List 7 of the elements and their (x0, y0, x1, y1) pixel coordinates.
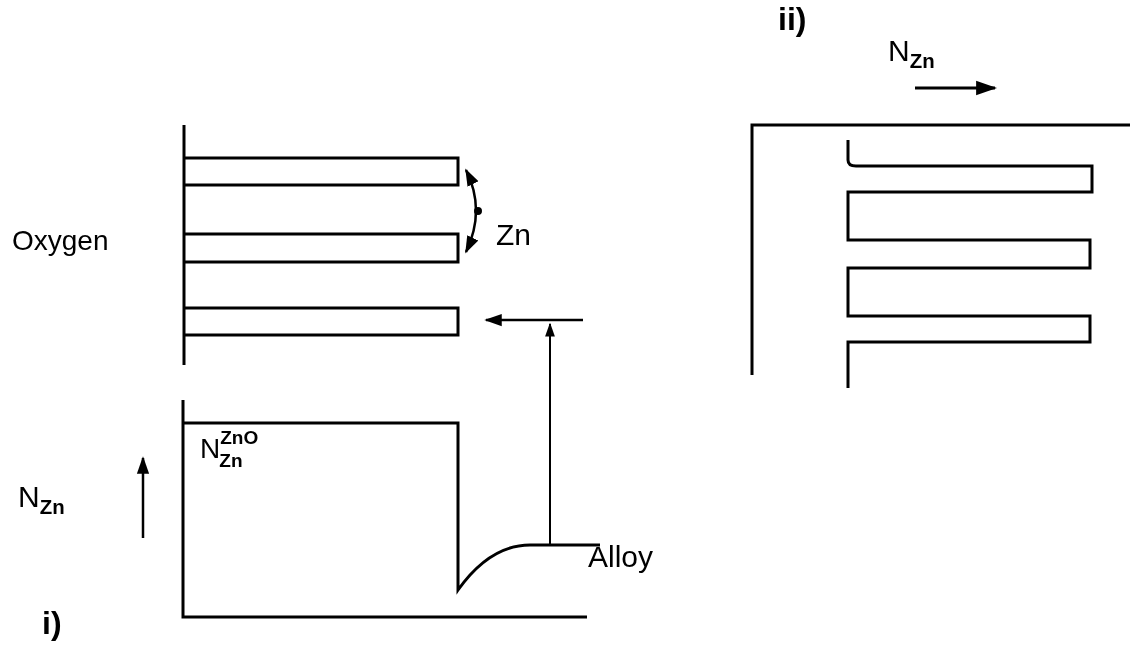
panel-label: ii) (778, 2, 807, 38)
axis-label: N$_{Zn}$ (18, 480, 65, 519)
label: Zn (496, 218, 531, 251)
panel-label: i) (42, 606, 62, 642)
label: Oxygen (12, 226, 109, 257)
axis-label: N$_{Zn}$ (888, 34, 935, 73)
label: Alloy (588, 540, 654, 573)
